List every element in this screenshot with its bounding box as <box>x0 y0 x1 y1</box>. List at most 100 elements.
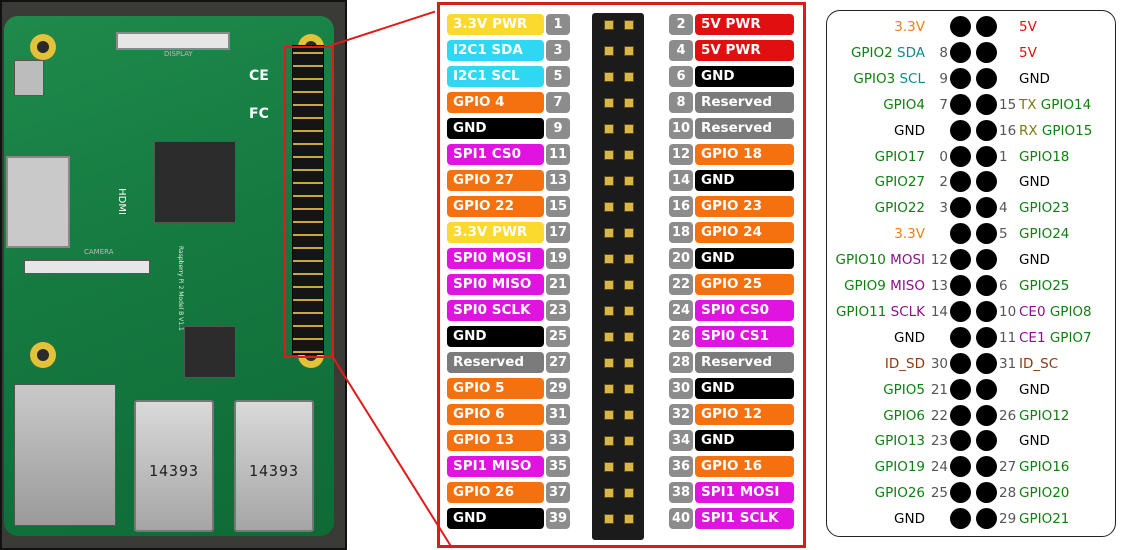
header-pin-5 <box>604 72 614 82</box>
sch-row-16-right-wpi: 26 <box>999 407 1017 424</box>
pin-4-label: 5V PWR <box>695 40 794 61</box>
sch-row-12-left-part-1: GPIO11 <box>835 303 891 320</box>
sch-row-19-right-label: GPIO20 <box>1019 483 1069 503</box>
sch-row-4-right-wpi: 15 <box>999 96 1017 113</box>
sch-row-7-left-part-1: GPIO27 <box>874 174 925 191</box>
pin-12-label: GPIO 18 <box>695 144 794 165</box>
sch-pin-dot <box>950 197 971 219</box>
sch-row-5-left-label: GND <box>894 121 925 141</box>
sch-pin-dot <box>976 378 997 400</box>
sch-pin-dot <box>950 145 971 167</box>
sch-row-12-right-label: CE0 GPIO8 <box>1019 302 1092 322</box>
sch-row-15-left-wpi: 21 <box>930 381 948 398</box>
pin-30-number: 30 <box>669 378 693 399</box>
usb-port-1-marking: 14393 <box>148 462 200 480</box>
header-pin-12 <box>624 150 634 160</box>
sch-row-8-left-label: GPIO22 <box>875 198 925 218</box>
sch-row-1-right-part-1: 5V <box>1019 19 1037 35</box>
sch-row-5-right-part-2: GPIO15 <box>1041 122 1093 139</box>
pin-29-number: 29 <box>546 378 570 399</box>
pin-36-number: 36 <box>669 456 693 477</box>
sch-row-20-right-part-1: GPIO21 <box>1019 511 1070 528</box>
pin-32-label: GPIO 12 <box>695 404 794 425</box>
sch-row-2-right-part-1: 5V <box>1019 44 1037 61</box>
header-pin-24 <box>624 306 634 316</box>
sch-row-6-left-wpi: 0 <box>939 148 948 165</box>
sch-pin-dot <box>976 456 997 478</box>
pin-1-label: 3.3V PWR <box>447 14 544 35</box>
pcb: DISPLAY CE FC HDMI Raspberry Pi 2 Model … <box>4 16 334 536</box>
sch-row-7-right-label: GND <box>1019 172 1050 192</box>
ce-mark: CE <box>249 68 269 84</box>
sch-pin-dot <box>976 326 997 348</box>
sch-row-8-right-wpi: 4 <box>999 200 1008 217</box>
sch-row-17-right-label: GND <box>1019 431 1050 451</box>
pin-22-number: 22 <box>669 274 693 295</box>
sch-pin-dot <box>976 93 997 115</box>
sch-row-4-left-part-1: GPIO4 <box>883 96 925 113</box>
sch-row-9-right-label: GPIO24 <box>1019 224 1069 244</box>
pin-4-number: 4 <box>669 40 693 61</box>
sch-row-12-right-part-2: GPIO8 <box>1049 303 1092 320</box>
pin-37-label: GPIO 26 <box>447 482 544 503</box>
pin-40-number: 40 <box>669 508 693 529</box>
header-pin-2 <box>624 20 634 30</box>
sch-pin-dot <box>976 197 997 219</box>
sch-row-3-right-label: GND <box>1019 69 1050 89</box>
sch-row-8-left-wpi: 3 <box>939 200 948 217</box>
pin-3-label: I2C1 SDA <box>447 40 544 61</box>
display-connector <box>116 32 230 50</box>
sch-row-6-left-part-1: GPIO17 <box>874 148 925 165</box>
usb-port-2-marking: 14393 <box>248 462 300 480</box>
pin-27-label: Reserved <box>447 352 544 373</box>
sch-row-13-right-label: CE1 GPIO7 <box>1019 328 1092 348</box>
pin-5-label: I2C1 SCL <box>447 66 544 87</box>
sch-pin-dot <box>976 404 997 426</box>
pin-33-label: GPIO 13 <box>447 430 544 451</box>
sch-pin-dot <box>950 41 971 63</box>
sch-row-10-right-part-1: GND <box>1019 252 1050 269</box>
header-pin-1 <box>604 20 614 30</box>
ethernet-port <box>14 384 116 526</box>
pin-23-label: SPI0 SCLK <box>447 300 544 321</box>
sch-pin-dot <box>950 93 971 115</box>
pin-18-label: GPIO 24 <box>695 222 794 243</box>
pin-12-number: 12 <box>669 144 693 165</box>
pin-17-number: 17 <box>546 222 570 243</box>
sch-pin-dot <box>950 326 971 348</box>
pin-37-number: 37 <box>546 482 570 503</box>
header-pin-26 <box>624 332 634 342</box>
sch-row-12-left-wpi: 14 <box>930 303 948 320</box>
header-pin-34 <box>624 436 634 446</box>
sch-row-14-right-part-1: ID_SC <box>1019 355 1059 372</box>
header-pin-22 <box>624 280 634 290</box>
header-pin-14 <box>624 176 634 186</box>
sch-row-18-right-label: GPIO16 <box>1019 457 1069 477</box>
pin-15-number: 15 <box>546 196 570 217</box>
sch-pin-dot <box>950 352 971 374</box>
header-pin-23 <box>604 306 614 316</box>
pin-20-number: 20 <box>669 248 693 269</box>
sch-row-16-right-label: GPIO12 <box>1019 406 1069 426</box>
pin-11-number: 11 <box>546 144 570 165</box>
header-pin-36 <box>624 462 634 472</box>
sch-row-13-left-part-1: GND <box>894 329 925 346</box>
pin-16-label: GPIO 23 <box>695 196 794 217</box>
display-label: DISPLAY <box>164 50 193 58</box>
zoom-line-bottom <box>330 354 453 549</box>
sch-row-4-right-label: TX GPIO14 <box>1019 95 1091 115</box>
sch-row-19-left-label: GPIO26 <box>875 483 925 503</box>
pin-31-number: 31 <box>546 404 570 425</box>
pin-13-label: GPIO 27 <box>447 170 544 191</box>
header-pin-29 <box>604 384 614 394</box>
sch-row-11-right-wpi: 6 <box>999 278 1008 294</box>
pin-26-number: 26 <box>669 326 693 347</box>
sch-row-13-right-part-2: GPIO7 <box>1049 329 1092 346</box>
pin-5-number: 5 <box>546 66 570 87</box>
pin-21-label: SPI0 MISO <box>447 274 544 295</box>
sch-row-3-right-part-1: GND <box>1019 70 1050 87</box>
pin-13-number: 13 <box>546 170 570 191</box>
pin-6-label: GND <box>695 66 794 87</box>
sch-row-7-left-wpi: 2 <box>939 174 948 191</box>
pin-15-label: GPIO 22 <box>447 196 544 217</box>
